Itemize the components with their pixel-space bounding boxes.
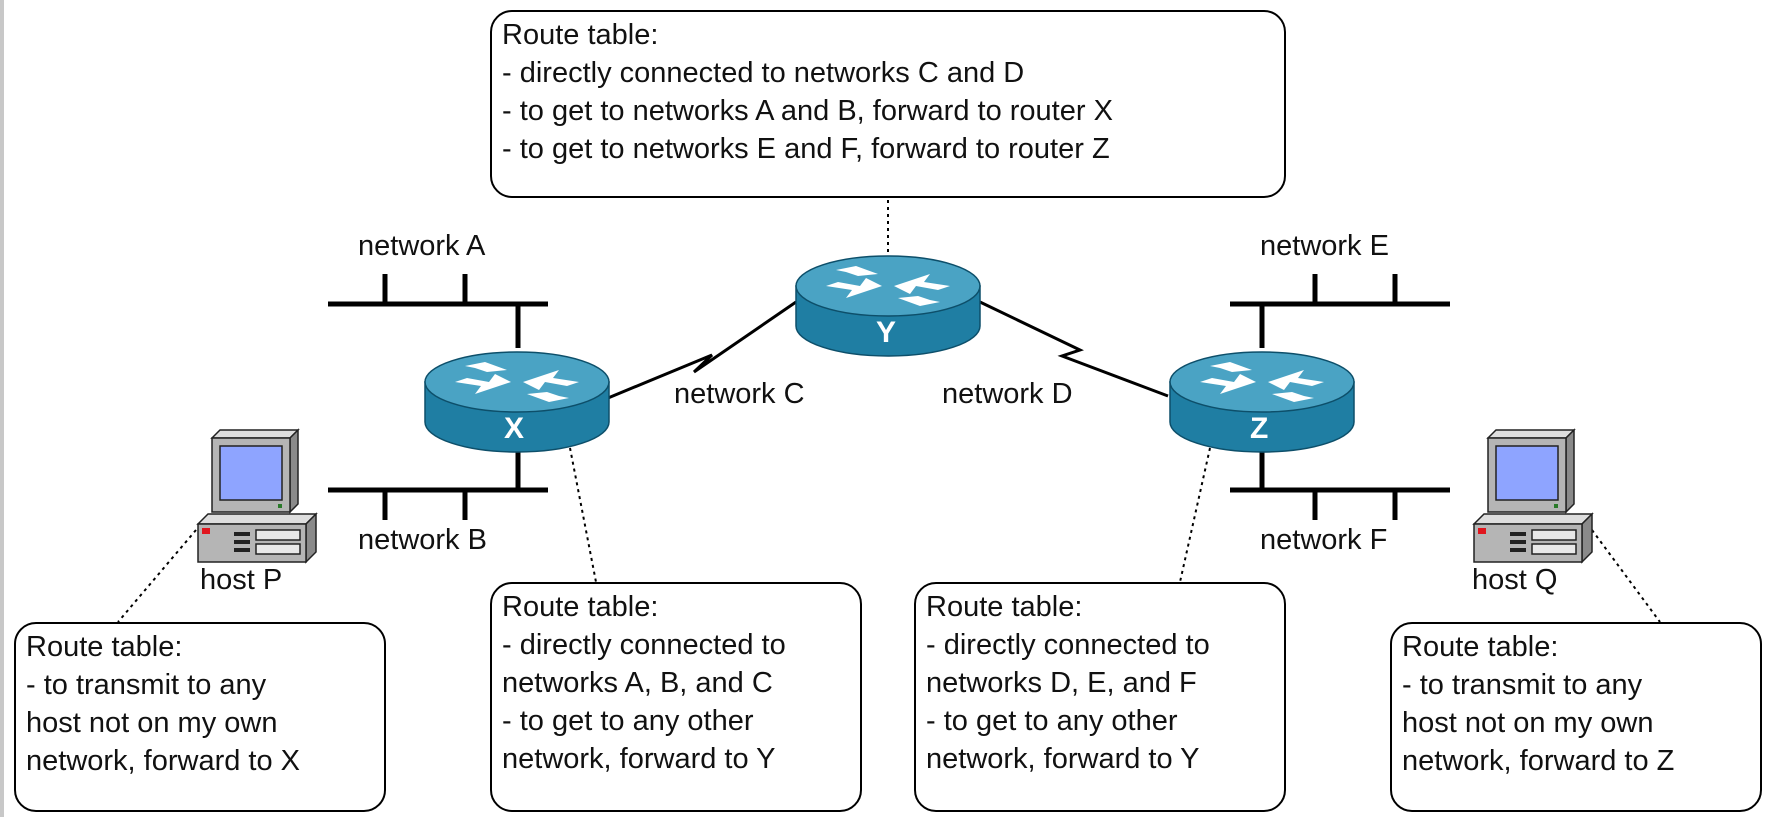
- route-table-line: - to get to networks A and B, forward to…: [502, 95, 1113, 127]
- route-table-line: host not on my own: [1402, 707, 1654, 739]
- host-q-label: host Q: [1472, 564, 1558, 596]
- route-table-line: network, forward to Z: [1402, 745, 1675, 777]
- route-table-line: host not on my own: [26, 707, 278, 739]
- network-b-label: network B: [358, 524, 487, 556]
- network-c-link: [607, 300, 797, 400]
- route-table-line: networks A, B, and C: [502, 667, 773, 699]
- route-table-router-z: Route table: - directly connected to net…: [914, 582, 1286, 812]
- route-table-title: Route table:: [1402, 631, 1559, 663]
- network-f-segment: [1230, 446, 1450, 520]
- router-z-label: Z: [1250, 412, 1269, 445]
- network-b-segment: [328, 446, 548, 520]
- route-table-router-y: Route table: - directly connected to net…: [490, 10, 1286, 198]
- route-table-line: - to transmit to any: [1402, 669, 1643, 701]
- route-table-line: - to get to any other: [502, 705, 754, 737]
- route-table-router-x: Route table: - directly connected to net…: [490, 582, 862, 812]
- route-table-line: - directly connected to: [502, 629, 786, 661]
- host-p-label: host P: [200, 564, 283, 596]
- route-table-line: network, forward to Y: [926, 743, 1200, 775]
- route-table-line: - directly connected to networks C and D: [502, 57, 1025, 89]
- network-d-label: network D: [942, 378, 1073, 410]
- network-e-segment: [1230, 274, 1450, 348]
- route-table-host-q: Route table: - to transmit to any host n…: [1390, 622, 1762, 812]
- network-f-label: network F: [1260, 524, 1388, 556]
- network-c-label: network C: [674, 378, 805, 410]
- left-border: [0, 0, 4, 817]
- route-table-line: - to get to any other: [926, 705, 1178, 737]
- route-table-leaders: [117, 200, 1661, 623]
- route-table-line: networks D, E, and F: [926, 667, 1197, 699]
- route-table-title: Route table:: [26, 631, 183, 663]
- host-p-computer[interactable]: [197, 429, 317, 563]
- route-table-line: - to transmit to any: [26, 669, 267, 701]
- host-q-computer[interactable]: [1473, 429, 1593, 563]
- route-table-line: - directly connected to: [926, 629, 1210, 661]
- router-y-label: Y: [876, 316, 897, 349]
- network-d-link: [979, 300, 1169, 398]
- route-table-host-p: Route table: - to transmit to any host n…: [14, 622, 386, 812]
- router-x-label: X: [504, 412, 525, 445]
- route-table-title: Route table:: [502, 19, 659, 51]
- route-table-line: network, forward to X: [26, 745, 300, 777]
- route-table-title: Route table:: [502, 591, 659, 623]
- route-table-line: network, forward to Y: [502, 743, 776, 775]
- route-table-line: - to get to networks E and F, forward to…: [502, 133, 1110, 165]
- network-e-label: network E: [1260, 230, 1389, 262]
- network-a-label: network A: [358, 230, 486, 262]
- route-table-title: Route table:: [926, 591, 1083, 623]
- network-a-segment: [328, 274, 548, 348]
